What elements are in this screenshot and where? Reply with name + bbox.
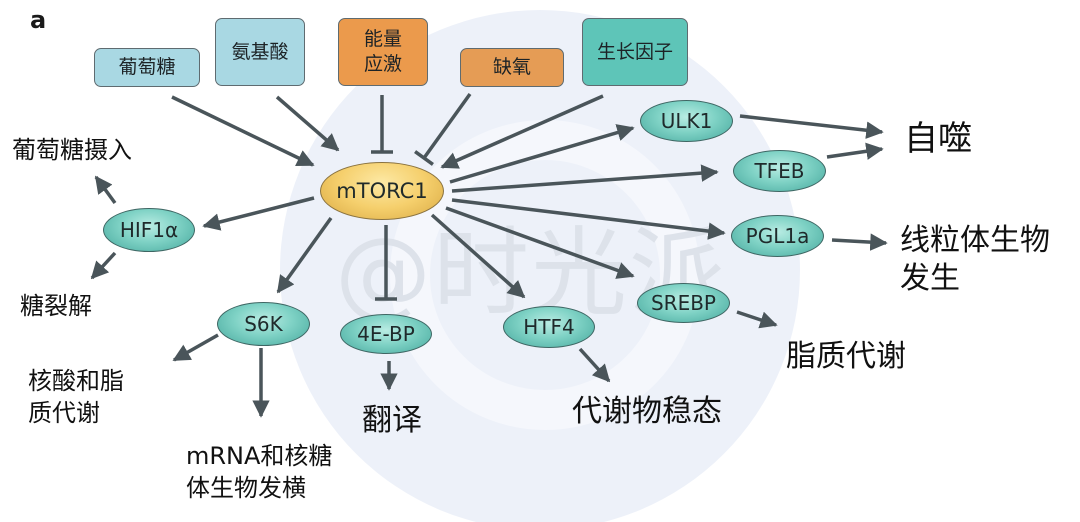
input-glucose: 葡萄糖 [94,48,200,87]
edge-srebp-lipid [736,310,778,329]
edge-mtorc1-hif1a [202,196,315,231]
edge-mtorc1-s6k [276,216,333,294]
edge-mtorc1-4ebp [375,225,397,301]
outcome-autophagy: 自噬 [904,119,972,159]
edge-hif1a-glycolysis [90,251,117,280]
node-4ebp: 4E-BP [340,314,432,354]
node-pgl1a: PGL1a [731,215,824,257]
outcome-glycolysis: 糖裂解 [20,292,92,320]
edge-tfeb-autophagy [826,142,884,160]
edge-htf4-metabolite [578,347,611,383]
edge-growth-factors-mtorc1 [440,94,604,169]
outcome-lipid-metabolism: 脂质代谢 [786,339,906,374]
node-srebp: SREBP [637,283,730,323]
outcome-ribosome-biogenesis: mRNA和核糖 体生物发横 [186,442,333,502]
edge-mtorc1-ulk1 [449,124,635,184]
edge-amino-acids-mtorc1 [275,95,340,152]
panel-label: a [30,6,47,34]
outcome-nucleotide-lipid-metabolism: 核酸和脂 质代谢 [28,367,124,427]
input-amino-acids: 氨基酸 [215,18,305,86]
edge-hif1a-glucose-uptake [94,175,117,205]
outcome-metabolite-homeostasis: 代谢物稳态 [572,394,722,429]
edge-mtorc1-pgl1a [451,198,726,240]
outcome-mitochondrial-biogenesis: 线粒体生物 发生 [900,223,1050,296]
edge-energy-stress-mtorc1 [371,95,393,154]
edge-s6k-nucleotide [172,333,219,362]
edge-mtorc1-tfeb [451,164,719,193]
input-hypoxia: 缺氧 [460,48,564,87]
node-s6k: S6K [217,302,310,346]
edge-glucose-mtorc1 [171,95,315,167]
node-tfeb: TFEB [733,150,826,192]
edge-ulk1-autophagy [739,114,884,139]
edge-pgl1a-mito [831,233,888,251]
node-hif1a: HIF1α [103,208,195,252]
edge-mtorc1-htf4 [430,213,526,299]
edge-hypoxia-mtorc1 [414,92,472,166]
outcome-translation: 翻译 [362,403,422,438]
outcome-glucose-uptake: 葡萄糖摄入 [12,136,132,164]
input-energy-stress: 能量 应激 [338,18,428,86]
node-ulk1: ULK1 [640,100,733,142]
input-growth-factors: 生长因子 [582,18,688,86]
node-mtorc1: mTORC1 [320,162,444,220]
node-htf4: HTF4 [503,306,595,348]
edge-mtorc1-srebp [445,206,635,279]
